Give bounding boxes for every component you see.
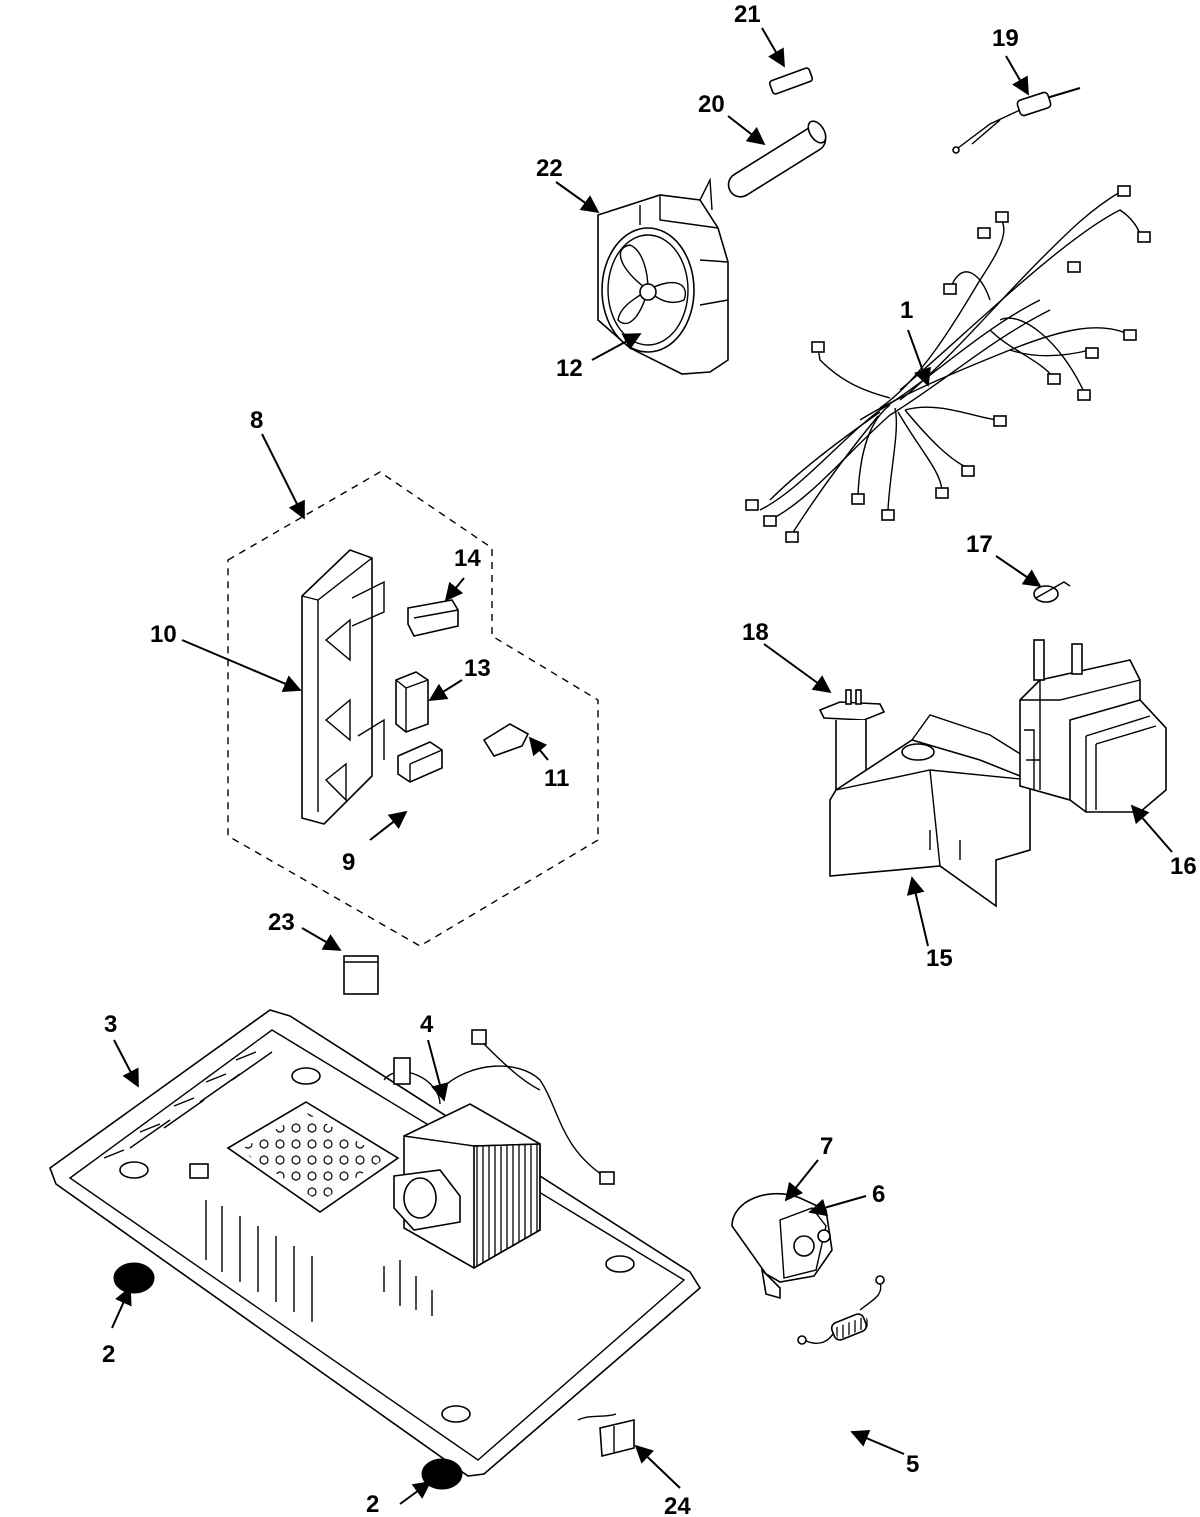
callout-4: 4 [420,1011,434,1038]
callout-2-upper: 2 [102,1341,115,1368]
callout-17: 17 [966,531,993,558]
lamp-socket-part [577,1413,635,1458]
callout-16: 16 [1170,853,1197,880]
callout-11: 11 [544,765,569,792]
insulation-pad-part [343,955,379,995]
turntable-motor-part [731,1193,833,1300]
magnetron-part [1019,639,1167,813]
wire-harness-part [745,185,1151,543]
callout-24: 24 [664,1493,691,1517]
callout-5: 5 [906,1451,919,1478]
interlock-assembly-boundary [227,471,599,947]
lever-switch-part [482,723,530,757]
callout-13: 13 [464,655,491,682]
callout-9: 9 [342,849,355,876]
callout-labels: 1 2 2 3 4 5 6 7 8 9 10 11 12 13 14 15 16… [102,1,1197,1517]
callout-10: 10 [150,621,177,648]
micro-switch-upper-part [407,599,459,637]
callout-3: 3 [104,1011,117,1038]
callout-20: 20 [698,91,725,118]
callout-23: 23 [268,909,295,936]
callout-12: 12 [556,355,583,382]
leader-lines [111,27,1173,1505]
latch-board-part [301,549,385,825]
thermal-protector-part [1033,581,1071,603]
callout-18: 18 [742,619,769,646]
callout-15: 15 [926,945,953,972]
foot-upper-part [113,1262,155,1294]
hv-transformer-part [383,1029,615,1270]
fuse-holder-part [727,120,827,198]
callout-22: 22 [536,155,563,182]
foot-lower-part [421,1458,463,1490]
callout-6: 6 [872,1181,885,1208]
callout-7: 7 [820,1133,833,1160]
fan-motor-assembly-part [597,177,729,375]
fuse-part [768,67,814,95]
base-plate-part [49,1009,702,1477]
callout-21: 21 [734,1,761,28]
callout-1: 1 [900,297,913,324]
callout-8: 8 [250,407,263,434]
callout-19: 19 [992,25,1019,52]
thermal-cutout-part [952,87,1081,154]
noise-filter-coil-part [797,1275,885,1345]
micro-switch-middle-part [395,671,429,733]
micro-switch-lower-part [397,741,443,783]
callout-2-lower: 2 [366,1491,379,1517]
callout-14: 14 [454,545,481,572]
